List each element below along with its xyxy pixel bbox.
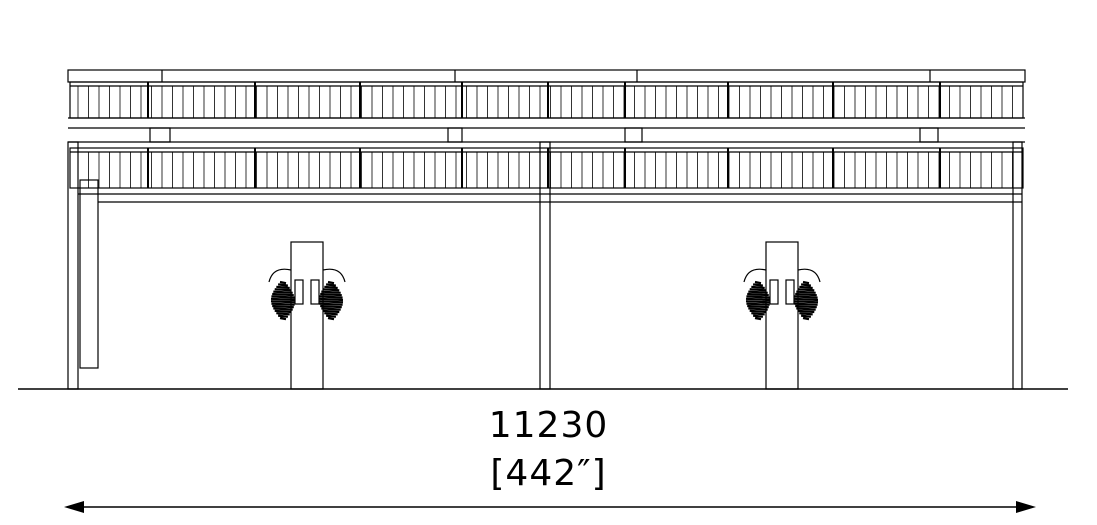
charger-connector-right bbox=[310, 279, 320, 305]
coiled-cable bbox=[793, 280, 819, 321]
coiled-cable bbox=[270, 280, 296, 321]
charging-stations bbox=[268, 241, 821, 390]
panel-band bbox=[69, 147, 1024, 189]
side-screen-panel bbox=[79, 179, 99, 369]
arrowhead-right bbox=[1016, 501, 1036, 513]
charger-connector-right bbox=[785, 279, 795, 305]
charger-holster-left bbox=[743, 268, 767, 283]
charger-holster-left bbox=[268, 268, 292, 283]
carport-roof bbox=[67, 69, 1026, 189]
charger-connector-left bbox=[294, 279, 304, 305]
charger-connector-left bbox=[769, 279, 779, 305]
ev-charger bbox=[743, 241, 821, 390]
purlin-bracket bbox=[624, 127, 643, 143]
charger-pedestal bbox=[765, 241, 799, 390]
dimension-imperial-label: [442″] bbox=[490, 453, 607, 494]
charger-pedestal bbox=[290, 241, 324, 390]
ev-charger bbox=[268, 241, 346, 390]
carport-frame bbox=[67, 141, 1023, 390]
coiled-cable bbox=[318, 280, 344, 321]
arrowhead-left bbox=[64, 501, 84, 513]
coiled-cable bbox=[745, 280, 771, 321]
dimension-arrow bbox=[64, 501, 1036, 513]
dimension-metric-label: 11230 bbox=[488, 405, 609, 446]
purlin-bracket bbox=[149, 127, 171, 143]
purlin-bracket bbox=[919, 127, 939, 143]
panel-band bbox=[69, 81, 1024, 119]
charger-holster-right bbox=[797, 268, 821, 283]
charger-holster-right bbox=[322, 268, 346, 283]
roof-cap bbox=[67, 69, 1026, 83]
support-post bbox=[1012, 141, 1023, 390]
purlin-bracket bbox=[447, 127, 463, 143]
